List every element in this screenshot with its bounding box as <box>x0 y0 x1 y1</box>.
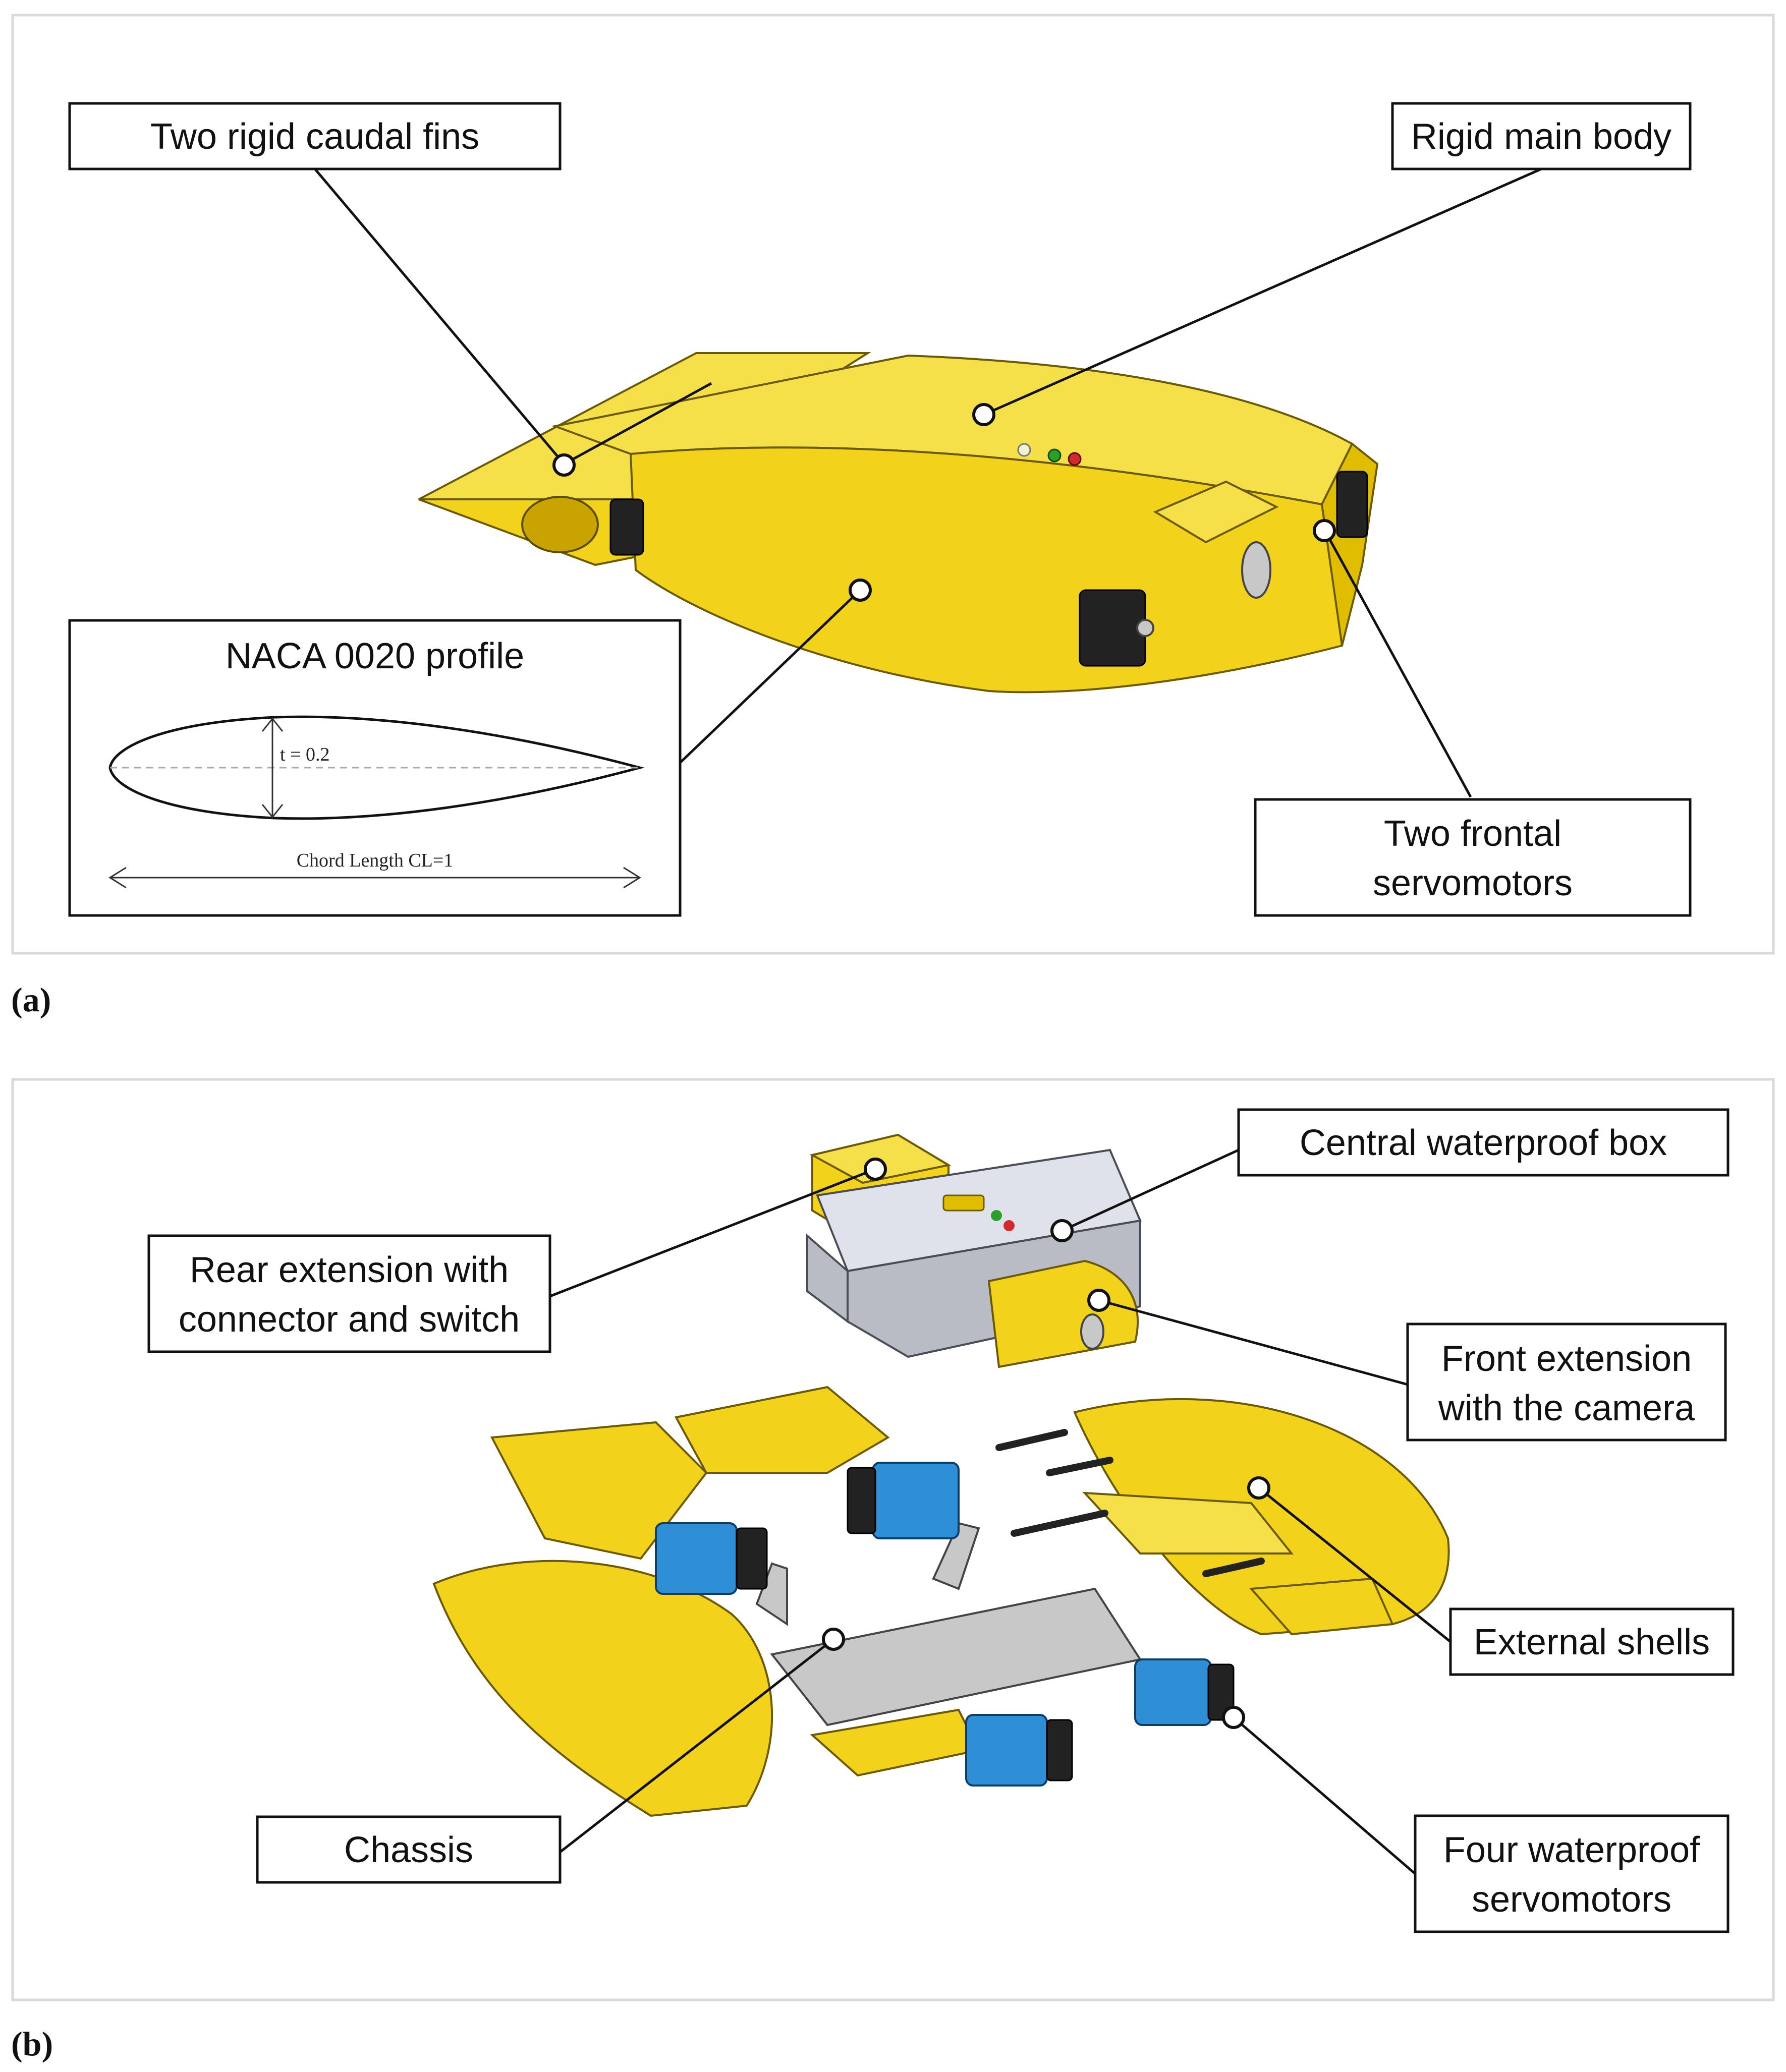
chassis-arm <box>932 1522 980 1590</box>
box-led-red-icon <box>1003 1220 1015 1231</box>
label-box-front <box>1406 1322 1727 1442</box>
leader-chassis <box>559 1638 834 1853</box>
chassis-plate <box>770 1587 1142 1726</box>
fin-hinge <box>521 496 599 553</box>
servo-bolt <box>1136 619 1154 637</box>
label-chassis: Chassis <box>344 1830 473 1870</box>
label-rear-line2: connector and switch <box>179 1299 520 1340</box>
leader-fins <box>312 165 565 465</box>
label-box-chassis <box>256 1815 562 1884</box>
led-red-icon <box>1068 452 1082 466</box>
label-front-servos-line2: servomotors <box>1373 863 1573 903</box>
marker-shells <box>1247 1476 1270 1500</box>
marker-side <box>849 579 872 602</box>
robot-exploded <box>432 1133 1450 1817</box>
panel-b-frame <box>11 1078 1775 2001</box>
label-body: Rigid main body <box>1411 117 1671 157</box>
chord-label: Chord Length CL=1 <box>297 850 454 871</box>
robot-assembled <box>418 352 1379 694</box>
leader-shells <box>1258 1487 1452 1643</box>
leader-profile <box>678 589 861 765</box>
label-front-servos-line1: Two frontal <box>1384 814 1561 854</box>
thickness-label: t = 0.2 <box>280 744 330 765</box>
panel-a-frame <box>11 14 1775 955</box>
led-white-icon <box>1017 443 1031 457</box>
leader-fins-2 <box>563 382 712 466</box>
servo-1 <box>655 1522 768 1595</box>
leader-servos <box>1233 1716 1416 1875</box>
label-box-central-box <box>1237 1108 1729 1177</box>
label-box-rear <box>147 1234 551 1353</box>
rod-1 <box>995 1429 1068 1451</box>
leader-body <box>983 167 1542 416</box>
box-switch <box>942 1194 985 1212</box>
led-green-icon <box>1047 448 1062 463</box>
marker-front <box>1087 1289 1110 1312</box>
front-servo-left <box>1079 589 1146 667</box>
marker-fins <box>552 453 576 477</box>
label-fins: Two rigid caudal fins <box>150 117 479 157</box>
marker-servos <box>1222 1706 1245 1729</box>
label-front-line1: Front extension <box>1441 1339 1692 1379</box>
thickness-arrow-head-top-icon <box>261 717 284 732</box>
leader-box <box>1061 1148 1240 1232</box>
right-shell-tab <box>1249 1577 1394 1636</box>
label-rear-line1: Rear extension with <box>190 1250 509 1290</box>
front-servo-right <box>1336 471 1368 538</box>
chord-arrow-head-left-icon <box>108 867 127 889</box>
camera-window <box>1241 541 1271 599</box>
leader-rear <box>549 1168 876 1298</box>
label-servos-line1: Four waterproof <box>1443 1830 1700 1870</box>
servo-3 <box>965 1714 1073 1787</box>
rod-4 <box>1202 1558 1265 1577</box>
camera-lens <box>1080 1313 1104 1350</box>
rod-3 <box>1011 1510 1108 1537</box>
naca-profile-inset: NACA 0020 profile t = 0.2 Chord Length C… <box>68 619 682 917</box>
servo-4 <box>1134 1658 1235 1726</box>
label-central-box: Central waterproof box <box>1300 1123 1667 1163</box>
fin-servo <box>609 498 644 556</box>
rear-fin-left <box>490 1421 708 1560</box>
rear-fin-right <box>674 1386 890 1474</box>
label-box-body <box>1391 102 1692 170</box>
marker-front-servos <box>1313 519 1336 542</box>
label-box-servos <box>1414 1814 1729 1933</box>
servo-2 <box>847 1462 960 1539</box>
chord-arrow-head-right-icon <box>623 867 641 889</box>
label-servos-line2: servomotors <box>1472 1879 1671 1920</box>
inset-title: NACA 0020 profile <box>226 636 524 676</box>
right-shell-floor <box>1082 1491 1294 1555</box>
marker-box <box>1050 1219 1074 1242</box>
box-led-green-icon <box>991 1210 1002 1221</box>
rod-2 <box>1046 1457 1113 1476</box>
marker-rear <box>864 1158 887 1181</box>
label-shells: External shells <box>1474 1622 1710 1662</box>
caption-a: (a) <box>11 981 51 1019</box>
marker-body <box>972 403 995 426</box>
label-box-shells <box>1449 1607 1735 1676</box>
caption-b: (b) <box>11 2025 53 2063</box>
thickness-arrow-head-bottom-icon <box>261 804 284 819</box>
leader-front <box>1098 1299 1408 1386</box>
front-panel <box>1153 480 1279 544</box>
left-shell <box>432 1560 773 1817</box>
box-side <box>806 1233 849 1323</box>
label-front-line2: with the camera <box>1438 1388 1695 1428</box>
label-box-fins <box>68 102 562 170</box>
leader-front-servos <box>1323 529 1472 798</box>
marker-chassis <box>822 1628 845 1651</box>
front-extension <box>987 1259 1139 1368</box>
label-box-front-servos <box>1254 798 1692 917</box>
